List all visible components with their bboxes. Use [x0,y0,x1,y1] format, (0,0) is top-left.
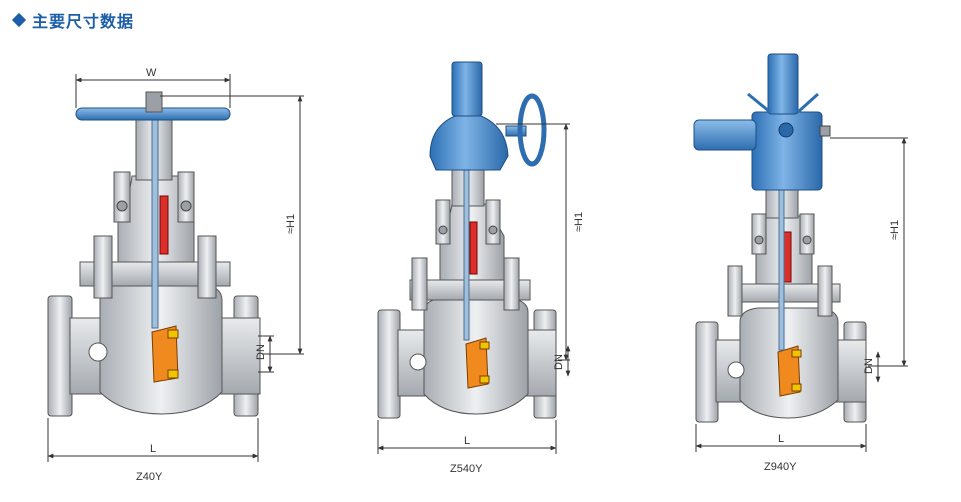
model-caption: Z540Y [450,463,483,475]
dimensions-z540y: ≈H1 DN L [377,123,585,454]
label-h1: ≈H1 [573,212,585,232]
valve-z540y: ≈H1 DN L Z540Y [377,61,585,475]
label-l: L [778,433,784,445]
valve-z940y: ≈H1 DN L Z940Y [693,53,908,473]
label-w: W [146,67,157,79]
dimensions-z40y: W ≈H1 DN L [47,67,304,462]
valve-z40y: W ≈H1 DN L Z40Y [47,67,304,483]
label-h1: ≈H1 [285,214,297,234]
model-caption: Z40Y [136,471,163,483]
section-header: 主要尺寸数据 [11,8,135,32]
label-l: L [150,443,156,455]
label-dn: DN [255,344,267,360]
model-caption: Z940Y [764,461,797,473]
label-dn: DN [553,354,565,370]
label-l: L [464,435,470,447]
label-dn: DN [863,358,875,374]
dimensions-z940y: ≈H1 DN L [695,137,908,452]
label-h1: ≈H1 [889,220,901,240]
section-title: 主要尺寸数据 [32,14,135,31]
